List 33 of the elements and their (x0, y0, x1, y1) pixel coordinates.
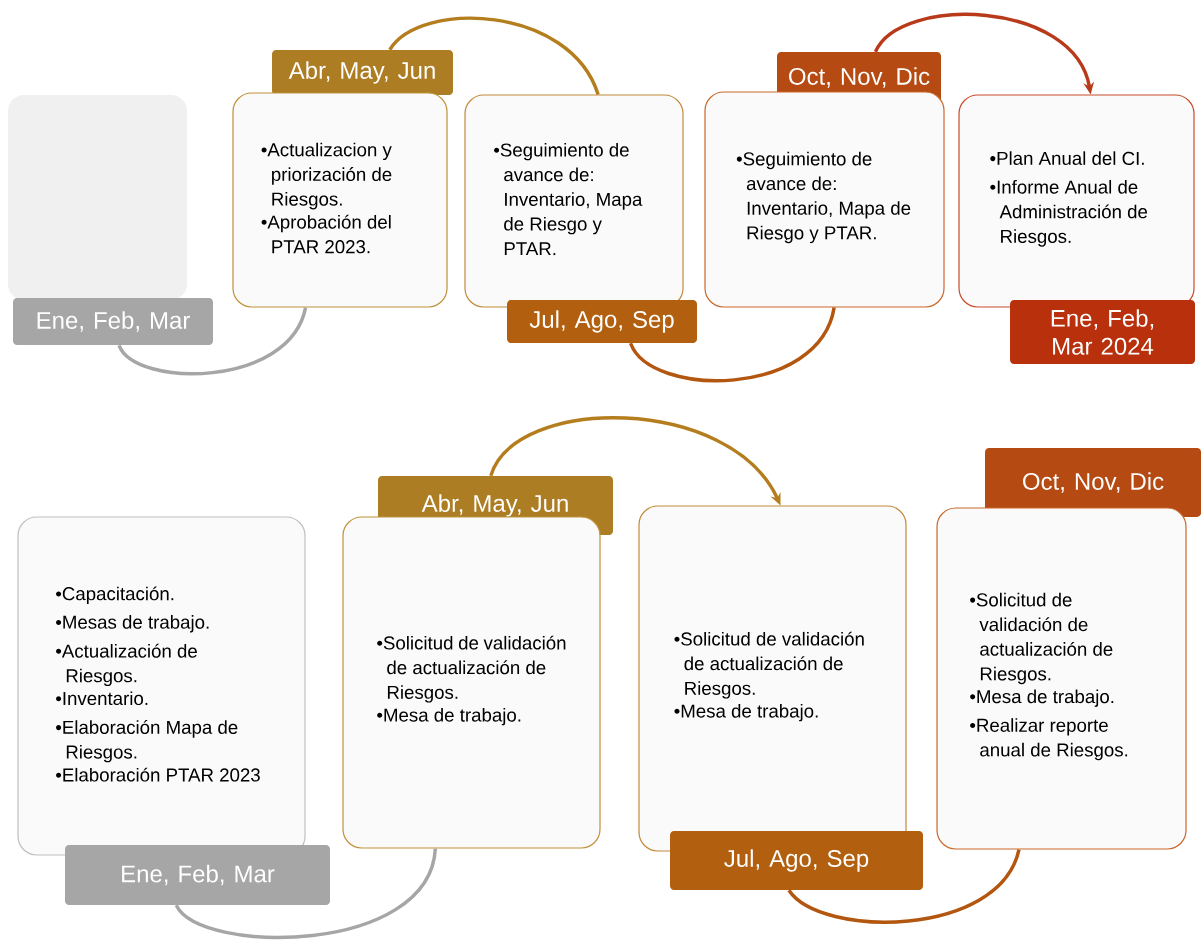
list-item: •Actualizacion y priorización de Riesgos. (261, 142, 392, 210)
month-tab: Abr, May, Jun (272, 50, 453, 95)
rounded-box (936, 507, 1187, 850)
rounded-box (232, 92, 448, 308)
list-item: •Mesa de trabajo. (970, 689, 1114, 707)
list-item: •Elaboración Mapa de Riesgos. (56, 720, 238, 763)
month-tab: Ene, Feb, Mar (65, 845, 330, 905)
month-tab: Jul, Ago, Sep (507, 300, 697, 343)
list-item: •Solicitud de validación de actualización de Riesgos. (377, 635, 566, 703)
list-item: •Mesa de trabajo. (674, 703, 818, 722)
list-item: •Plan Anual del CI. (990, 151, 1144, 165)
rounded-box (704, 91, 945, 308)
list-item: •Realizar reporte anual de Riesgos. (970, 718, 1128, 761)
list-item: •Seguimiento de avance de: Inventario, Mapa de Riesgo y PTAR. (494, 142, 643, 256)
list-item: •Informe Anual de Administración de Riesgos. (990, 179, 1148, 247)
month-tab: Ene, Feb, Mar (13, 298, 213, 345)
list-item: •Actualización de Riesgos. (56, 643, 197, 687)
list-item: •Aprobación del PTAR 2023. (261, 214, 391, 254)
list-item: •Elaboración PTAR 2023 (56, 767, 260, 782)
rounded-box (958, 94, 1195, 308)
month-tab: Ene, Feb, Mar 2024 (1010, 300, 1195, 364)
rounded-box (464, 94, 684, 308)
rounded-box (17, 516, 306, 856)
rounded-box (342, 516, 601, 849)
month-tab: Jul, Ago, Sep (670, 831, 923, 890)
list-item: •Mesa de trabajo. (377, 707, 521, 726)
list-item: •Mesas de trabajo. (56, 615, 209, 633)
list-item: •Inventario. (56, 691, 148, 706)
empty-box (8, 95, 187, 300)
list-item: •Solicitud de validación de actualización de Riesgos. (970, 592, 1113, 685)
list-item: •Capacitación. (56, 586, 174, 605)
list-item: •Solicitud de validación de actualización de Riesgos. (674, 631, 864, 699)
list-item: •Seguimiento de avance de: Inventario, Mapa de Riesgo y PTAR. (736, 151, 911, 244)
